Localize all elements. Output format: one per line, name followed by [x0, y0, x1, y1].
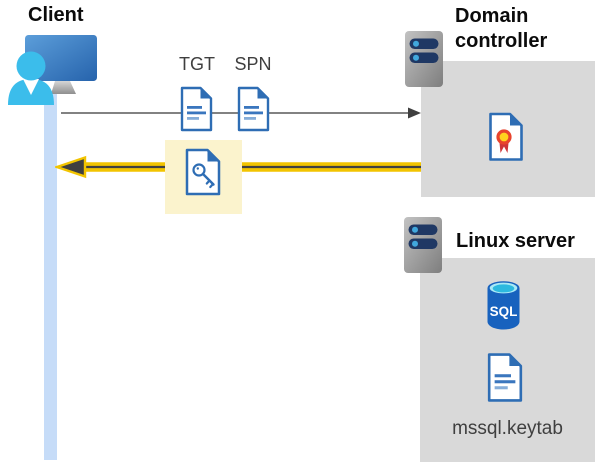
client-workstation-icon	[8, 35, 97, 105]
spn-ticket-document-icon	[237, 86, 270, 132]
tgt-label: TGT	[179, 54, 215, 74]
client-title: Client	[28, 4, 84, 26]
service-ticket-key-document-icon	[185, 148, 221, 196]
client-timeline-bar	[44, 92, 57, 460]
domain-controller-server-icon	[405, 31, 443, 87]
certificate-document-icon	[489, 112, 523, 161]
response-arrow	[55, 155, 422, 179]
spn-label: SPN	[234, 54, 272, 74]
linux-server-title: Linux server	[456, 230, 575, 252]
sql-icon-label: SQL	[490, 304, 518, 319]
sql-database-icon: SQL	[487, 281, 520, 330]
request-arrow	[61, 107, 421, 119]
linux-server-icon	[404, 217, 442, 273]
keytab-document-icon	[487, 353, 523, 402]
tgt-ticket-document-icon	[180, 86, 213, 132]
keytab-filename: mssql.keytab	[452, 418, 563, 439]
domain-controller-title: Domain controller	[455, 5, 548, 52]
